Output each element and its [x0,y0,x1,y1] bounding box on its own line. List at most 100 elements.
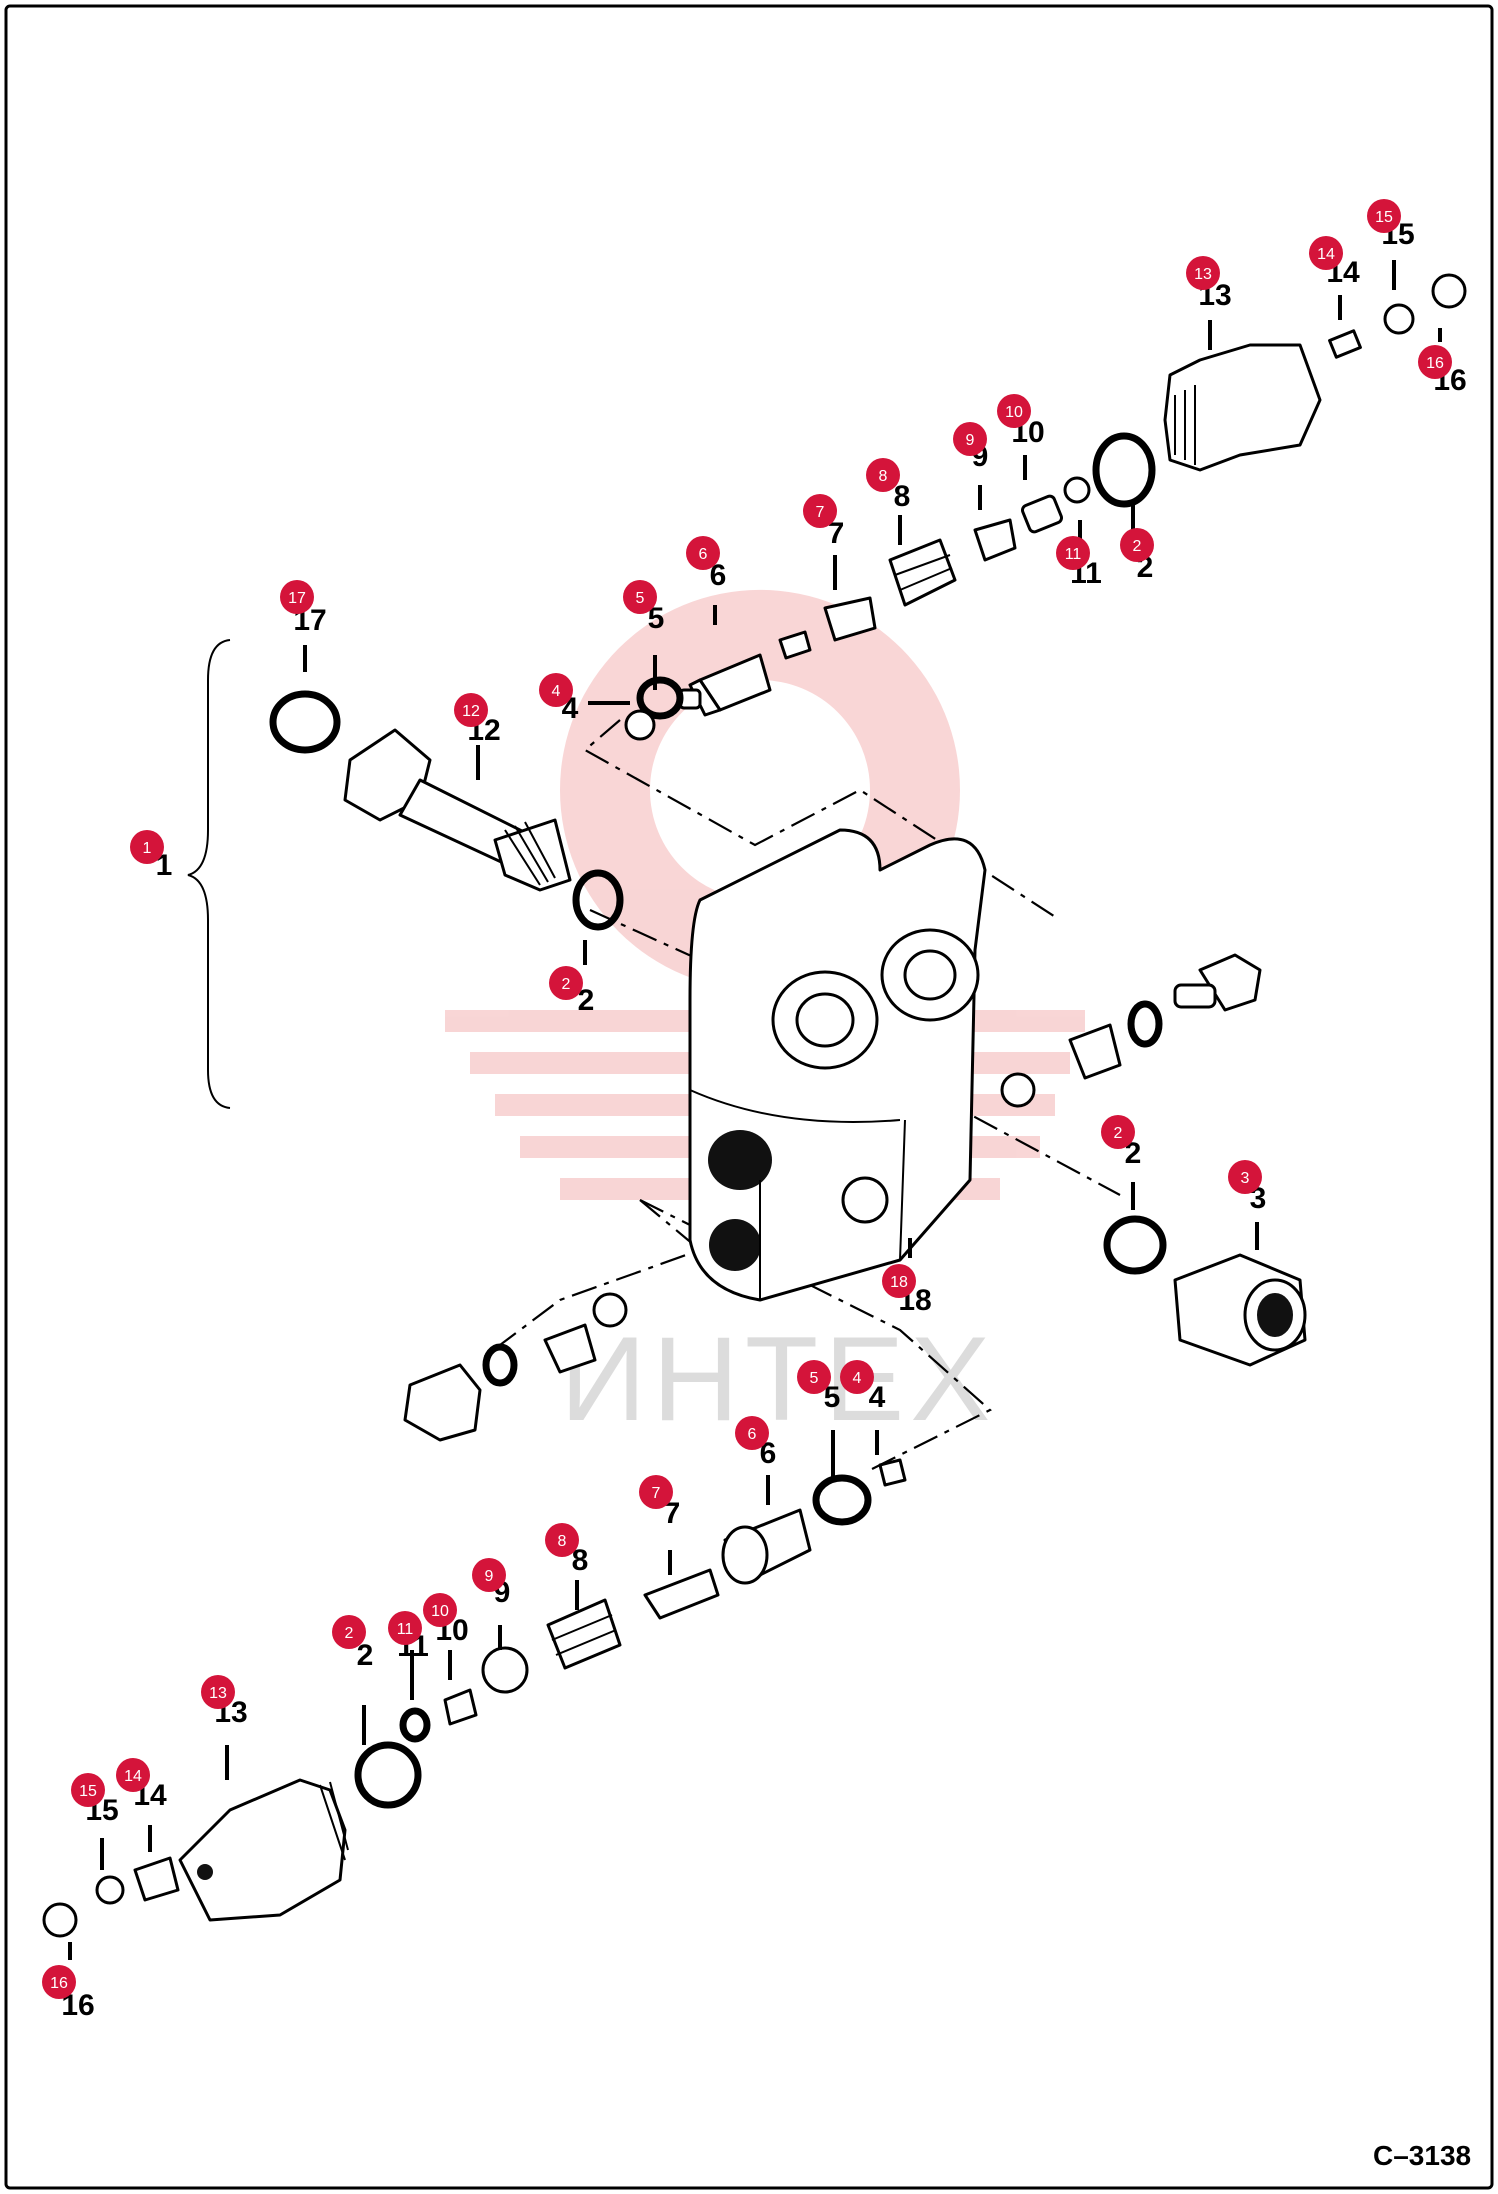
right-plug-parts [1000,953,1307,1367]
badge-number: 8 [558,1533,567,1550]
badge-circle [332,1615,366,1649]
callout-c1: 11 [130,830,172,882]
callout-c2c: 22 [1101,1115,1141,1170]
badge-number: 15 [1375,209,1393,226]
badge-number: 3 [1241,1170,1250,1187]
badge-number: 4 [853,1370,862,1387]
callout-c9b: 99 [472,1558,510,1609]
badge-circle [71,1773,105,1807]
badge-circle [735,1416,769,1450]
callout-badge: 5 [797,1360,831,1394]
badge-circle [639,1475,673,1509]
badge-circle [1228,1160,1262,1194]
callout-badge: 10 [423,1593,457,1627]
callout-c4a: 44 [539,673,579,725]
callout-badge: 4 [840,1360,874,1394]
callout-badge: 11 [388,1611,422,1645]
badge-number: 9 [966,432,975,449]
badge-number: 5 [636,590,645,607]
callout-badge: 6 [735,1416,769,1450]
badge-number: 4 [552,683,561,700]
badge-circle [997,394,1031,428]
callout-number: 7 [664,1497,681,1530]
badge-number: 14 [1317,246,1335,263]
badge-circle [1056,536,1090,570]
badge-number: 13 [1194,266,1212,283]
callout-badge: 14 [116,1758,150,1792]
badge-number: 2 [1114,1125,1123,1142]
callout-badge: 1 [130,830,164,864]
callout-c2b: 22 [1120,528,1154,584]
callout-badge: 14 [1309,236,1343,270]
badge-number: 6 [699,546,708,563]
callout-badge: 10 [997,394,1031,428]
callout-c2d: 22 [332,1615,373,1672]
callout-number: 2 [1125,1137,1142,1170]
callout-badge: 5 [623,580,657,614]
badge-circle [201,1675,235,1709]
callout-badge: 8 [545,1523,579,1557]
badge-number: 10 [431,1603,449,1620]
badge-circle [454,693,488,727]
callout-number: 7 [828,517,845,550]
callout-badge: 3 [1228,1160,1262,1194]
figure-reference-code: C–3138 [1373,2140,1471,2171]
callout-c3: 33 [1228,1160,1266,1215]
badge-number: 13 [209,1685,227,1702]
badge-circle [545,1523,579,1557]
callout-number: 8 [894,480,911,513]
badge-circle [388,1611,422,1645]
callout-number: 6 [760,1437,777,1470]
callout-badge: 2 [1101,1115,1135,1149]
badge-circle [1367,199,1401,233]
badge-number: 12 [462,703,480,720]
callout-badge: 8 [866,458,900,492]
callout-number: 5 [824,1381,841,1414]
left-relief-valve-parts [269,690,624,931]
badge-number: 15 [79,1783,97,1800]
callout-c2a: 22 [549,966,594,1017]
badge-number: 18 [890,1274,908,1291]
callout-c6b: 66 [735,1416,776,1470]
assembly-bracket [187,639,231,1109]
badge-circle [953,422,987,456]
callout-badge: 2 [332,1615,366,1649]
callout-c7a: 77 [803,494,844,550]
callout-badge: 18 [882,1264,916,1298]
valve-body [688,828,987,1302]
callout-c5b: 55 [797,1360,840,1414]
lower-left-plug-parts [403,1292,628,1442]
leader-lines [68,260,1442,1960]
callouts: 1122222222334444555566667777888899991010… [42,199,1467,2022]
callout-c7b: 77 [639,1475,680,1530]
callout-badge: 6 [686,536,720,570]
badge-circle [549,966,583,1000]
badge-number: 10 [1005,404,1023,421]
badge-number: 2 [562,976,571,993]
callout-c9a: 99 [953,422,988,473]
badge-number: 9 [485,1568,494,1585]
badge-number: 11 [397,1621,414,1638]
callout-badge: 11 [1056,536,1090,570]
callout-c8b: 88 [545,1523,588,1577]
callout-badge: 16 [42,1965,76,1999]
badge-number: 7 [816,504,825,521]
badge-number: 2 [1133,538,1142,555]
callout-number: 8 [572,1544,589,1577]
badge-circle [1309,236,1343,270]
lower-relief-valve-parts [42,1458,907,1938]
badge-circle [882,1264,916,1298]
callout-badge: 13 [1186,256,1220,290]
